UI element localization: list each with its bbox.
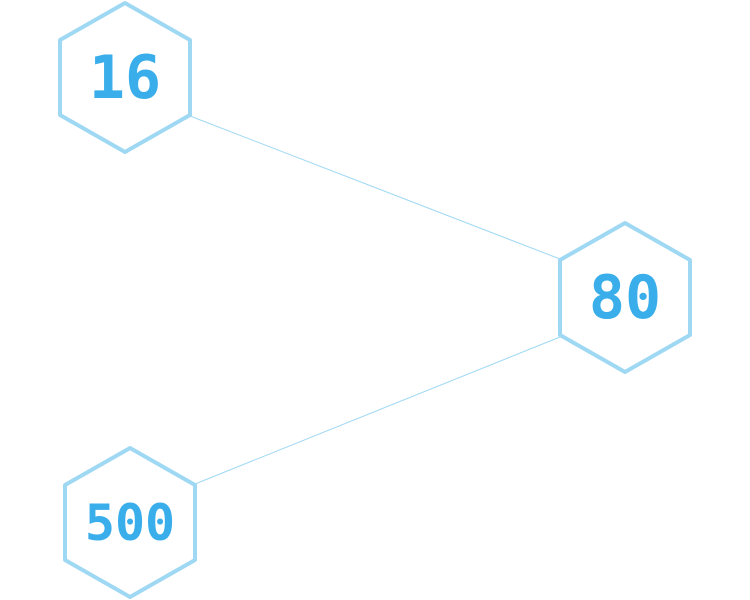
node-label-16: 16 bbox=[89, 43, 161, 113]
connector-500-to-80 bbox=[195, 337, 560, 484]
connector-16-to-80 bbox=[190, 116, 560, 259]
node-label-80: 80 bbox=[589, 263, 661, 333]
node-label-500: 500 bbox=[85, 494, 175, 552]
node-16: 16 bbox=[60, 3, 190, 152]
node-500: 500 bbox=[65, 448, 195, 597]
node-80: 80 bbox=[560, 223, 690, 372]
